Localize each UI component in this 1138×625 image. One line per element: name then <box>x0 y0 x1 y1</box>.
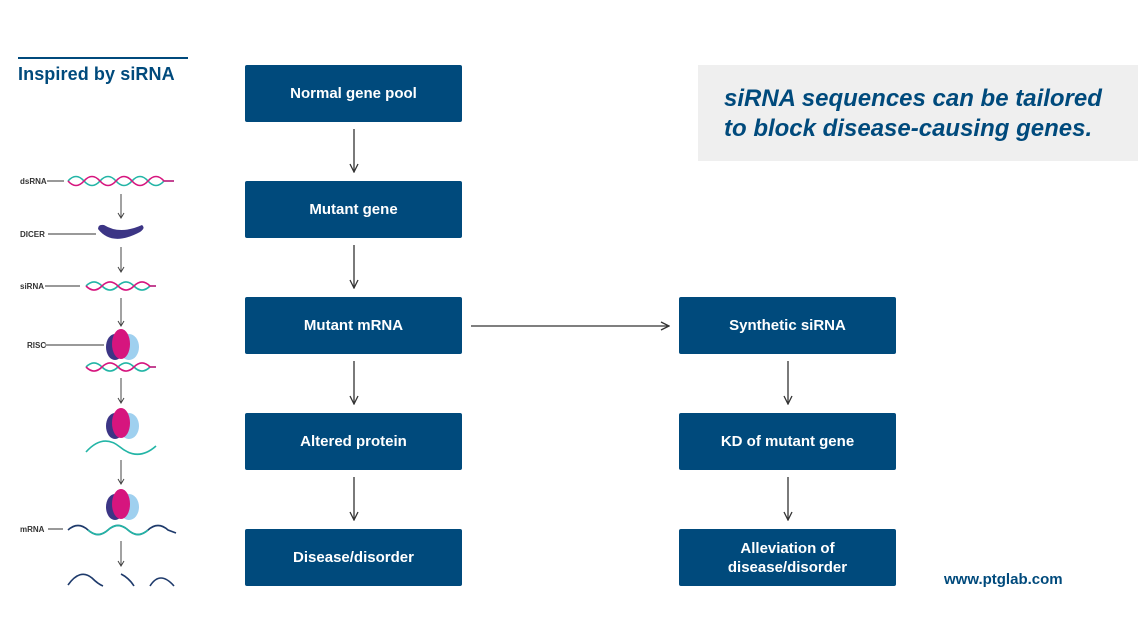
footer-url: www.ptglab.com <box>944 571 1063 588</box>
risc-complex-1 <box>106 329 139 360</box>
callout-line-1: siRNA sequences can be tailored <box>724 85 1102 112</box>
label-dicer: DICER <box>20 230 45 239</box>
alleviation-line-1: Alleviation of <box>740 539 835 557</box>
box-mutant-gene: Mutant gene <box>245 181 462 238</box>
box-kd-mutant-gene: KD of mutant gene <box>679 413 896 470</box>
risc-complex-3 <box>106 489 139 520</box>
box-altered-protein: Altered protein <box>245 413 462 470</box>
label-mrna: mRNA <box>20 525 45 534</box>
box-mutant-mrna: Mutant mRNA <box>245 297 462 354</box>
cleaved-mrna <box>67 573 175 587</box>
dicer-shape <box>98 224 144 239</box>
dsrna-helix <box>67 175 174 187</box>
heading: Inspired by siRNA <box>18 57 188 85</box>
box-normal-gene-pool: Normal gene pool <box>245 65 462 122</box>
label-dsrna: dsRNA <box>20 177 47 186</box>
label-risc: RISC <box>27 341 46 350</box>
sirna-helix <box>85 281 156 291</box>
callout-box: siRNA sequences can be tailored to block… <box>698 65 1138 161</box>
box-alleviation: Alleviation of disease/disorder <box>679 529 896 586</box>
box-disease-disorder: Disease/disorder <box>245 529 462 586</box>
callout-line-2: to block disease-causing genes. <box>724 115 1093 142</box>
mrna-strand <box>67 524 177 536</box>
risc-complex-2 <box>106 408 139 439</box>
box-synthetic-sirna: Synthetic siRNA <box>679 297 896 354</box>
alleviation-line-2: disease/disorder <box>727 558 848 576</box>
label-sirna: siRNA <box>20 282 44 291</box>
